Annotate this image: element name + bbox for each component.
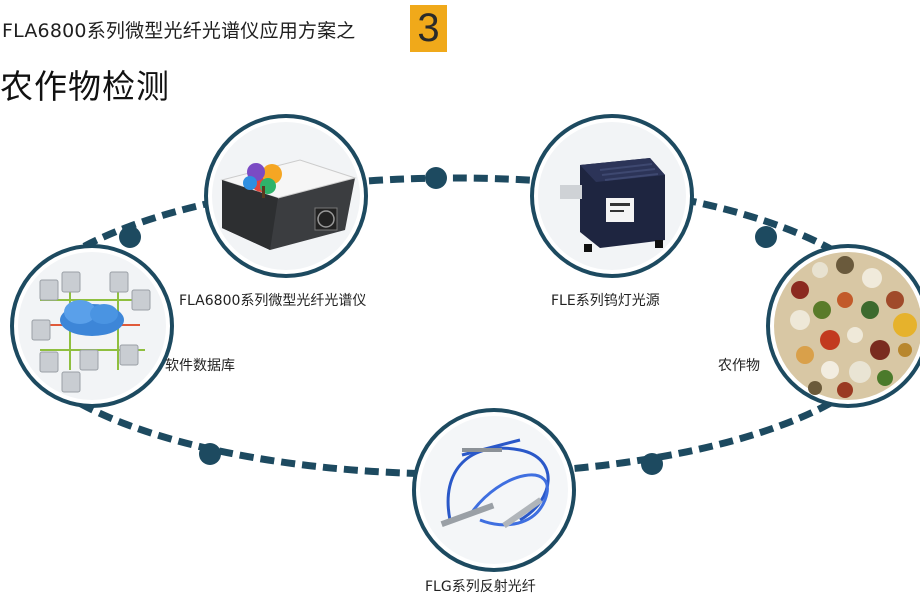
fiber-label: FLG系列反射光纤	[425, 579, 536, 595]
ring-dot	[199, 443, 221, 465]
spectrometer-node	[204, 114, 368, 278]
fiber-node	[412, 408, 576, 572]
ring-dot	[119, 226, 141, 248]
spectrometer-label: FLA6800系列微型光纤光谱仪	[179, 293, 367, 309]
header-title: FLA6800系列微型光纤光谱仪应用方案之	[2, 20, 356, 42]
ring-dot	[755, 226, 777, 248]
crops-node	[766, 244, 920, 408]
light-source-node	[530, 114, 694, 278]
crops-grains-image	[774, 252, 920, 400]
tungsten-light-source-image	[560, 158, 665, 252]
ring-dot	[425, 167, 447, 189]
spectrometer-device-image	[220, 159, 357, 250]
database-label: 软件数据库	[165, 358, 235, 374]
crops-label: 农作物	[718, 358, 760, 374]
page-title: 农作物检测	[0, 67, 170, 106]
light-source-label: FLE系列钨灯光源	[551, 293, 660, 309]
ring-dot	[641, 453, 663, 475]
reflection-fiber-image	[440, 438, 550, 529]
database-node	[10, 244, 174, 408]
software-database-image	[31, 271, 151, 393]
solution-number-badge: 3	[410, 5, 447, 52]
